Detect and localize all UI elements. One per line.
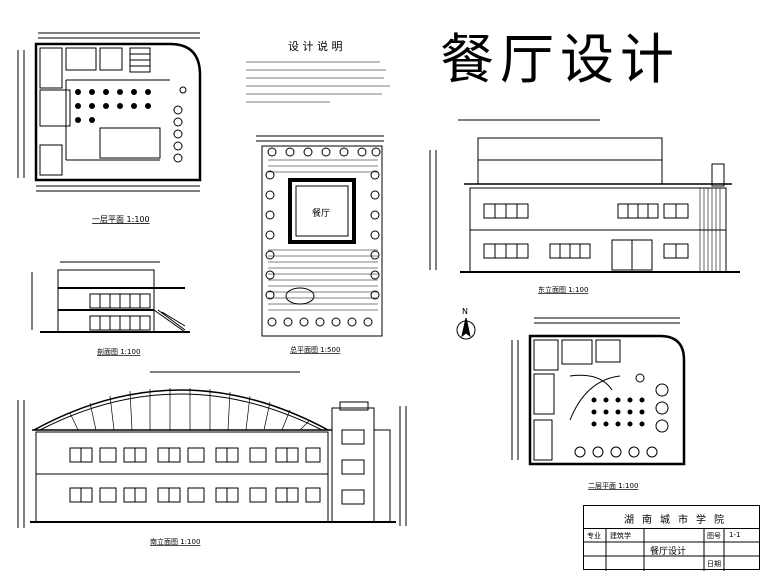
date-label: 日期 [707,560,721,568]
notes-title: 设 计 说 明 [288,39,343,53]
north-label: N [462,307,468,316]
page-label: 图号 [707,532,721,540]
second-floor-plan: 二层平面 1:100 [511,317,686,490]
major-value: 建筑学 [610,532,631,540]
major-label: 专业 [587,532,601,540]
site-building-label: 餐厅 [312,207,330,219]
site-plan: 餐厅 总平面图 1:500 [256,135,384,354]
first-floor-plan: 一层平面 1:100 [17,32,202,224]
title-block: 湖南城市学院 专业 建筑学 餐厅设计 图号 1-1 日期 [583,505,760,571]
title-block-header: 湖南城市学院 [584,506,759,529]
east-elevation: 东立面图 1:100 [429,119,740,294]
caption-elevation-south: 南立面图 1:100 [150,537,200,546]
title-block-grid [584,528,760,571]
caption-section: 剖面图 1:100 [97,347,140,356]
main-title: 餐厅设计 [440,28,680,91]
design-notes: 设 计 说 明 [246,39,390,103]
north-arrow: N [456,307,476,340]
drawing-label: 餐厅设计 [650,547,687,557]
school-name: 湖南城市学院 [624,515,732,526]
caption-elevation-east: 东立面图 1:100 [538,285,588,294]
caption-plan-first: 一层平面 1:100 [92,215,150,224]
caption-plan-second: 二层平面 1:100 [588,482,638,490]
section-drawing: 剖面图 1:100 [31,261,190,356]
caption-site-plan: 总平面图 1:500 [290,345,340,354]
page-value: 1-1 [729,531,741,539]
south-elevation: 南立面图 1:100 [17,371,407,546]
